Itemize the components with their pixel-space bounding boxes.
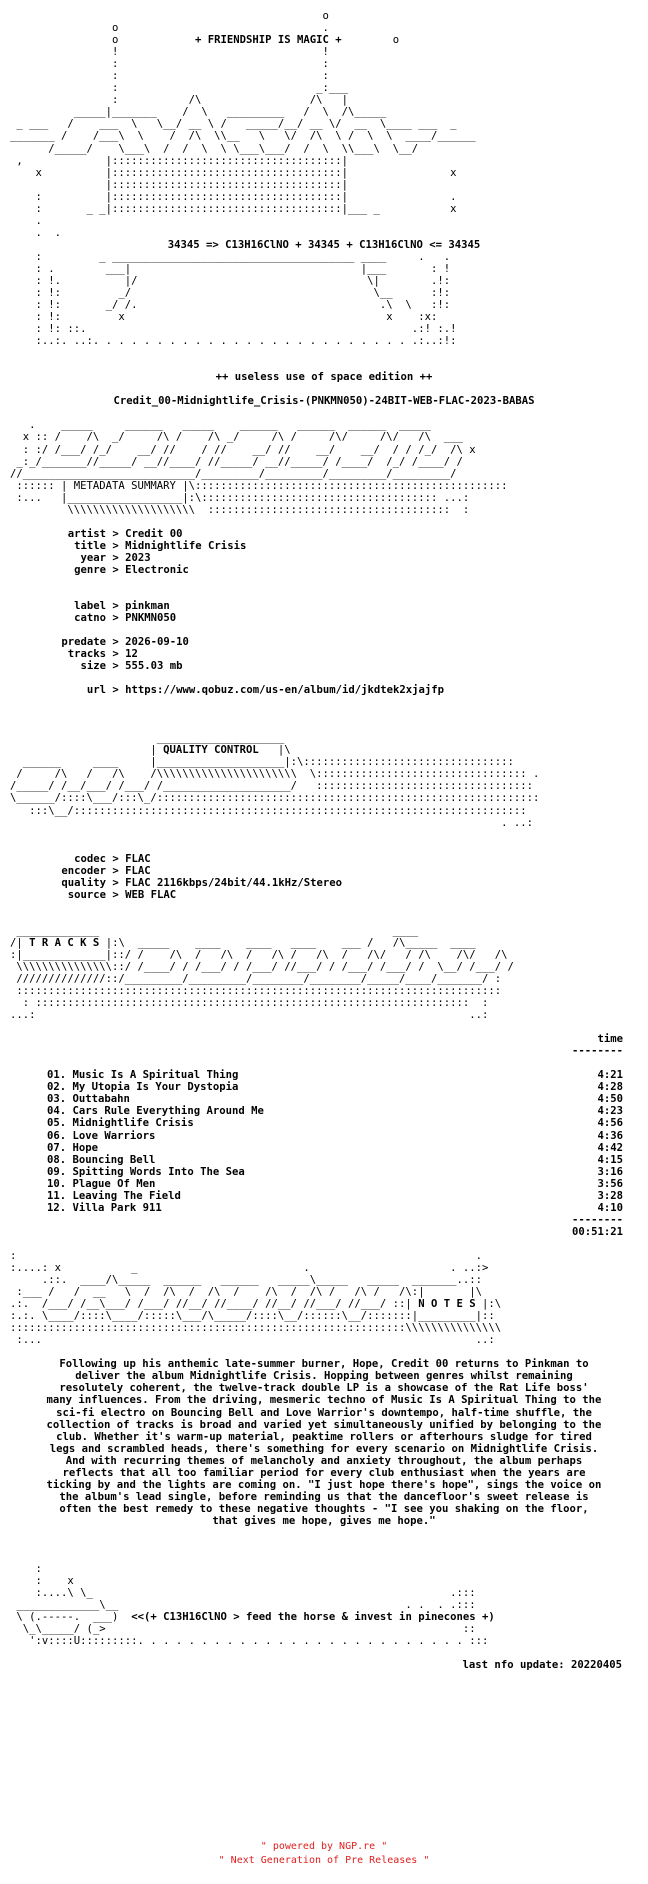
nfo-document: o o . o + FRIENDSHIP IS MAGIC + o ! ! : <box>10 10 638 1671</box>
tracks-title: T R A C K S <box>29 936 100 949</box>
last-update: last nfo update: 20220405 <box>462 1659 622 1672</box>
track-list: time -------- 01. Music Is A Spiritual T… <box>47 1033 623 1238</box>
predate-value: 2026-09-10 <box>125 636 189 649</box>
quality-summary: codec > FLAC encoder > FLAC quality > FL… <box>61 852 342 901</box>
metadata-summary: artist > Credit 00 title > Midnightlife … <box>61 527 445 697</box>
notes-text: Following up his anthemic late-summer bu… <box>46 1358 602 1527</box>
notes-header-art: : . :....: x _ . . ..:> .::. ____/\_____… <box>10 1249 502 1347</box>
notes-title: N O T E S <box>418 1298 476 1311</box>
metadata-title: METADATA SUMMARY <box>73 479 176 492</box>
edition-text: ++ useless use of space edition ++ <box>215 371 433 384</box>
genre-value: Electronic <box>125 563 189 576</box>
catno-value: PNKMN050 <box>125 612 177 625</box>
banner-text: + FRIENDSHIP IS MAGIC + <box>194 34 342 47</box>
closing-slogan: <<(+ C13H16ClNO > feed the horse & inves… <box>131 1611 495 1624</box>
metadata-header-art: . _____ ______ _____ ______ ______ _____… <box>10 419 508 516</box>
source-value: WEB FLAC <box>125 888 177 901</box>
footer: " powered by NGP.re " " Next Generation … <box>0 1840 648 1868</box>
title-value: Midnightlife Crisis <box>125 539 247 552</box>
tracks-value: 12 <box>125 648 138 661</box>
codec-value: FLAC <box>125 852 151 865</box>
header-art-bottom: : _ ____________________________________… <box>35 250 457 348</box>
closing-art: : : x :....\ \_ .::: _____________\__ . … <box>16 1562 495 1648</box>
artist-value: Credit 00 <box>125 527 183 540</box>
release-name: Credit_00-Midnightlife_Crisis-(PNKMN050)… <box>113 395 535 408</box>
footer-tagline: " Next Generation of Pre Releases " <box>218 1855 430 1866</box>
quality-value: FLAC 2116kbps/24bit/44.1kHz/Stereo <box>125 876 342 889</box>
time-header: time <box>597 1033 623 1046</box>
year-value: 2023 <box>125 551 151 564</box>
header-art-top: o o . o + FRIENDSHIP IS MAGIC + o ! ! : <box>10 10 476 239</box>
size-value: 555.03 mb <box>125 660 183 673</box>
url-link[interactable]: https://www.qobuz.com/us-en/album/id/jkd… <box>125 684 445 697</box>
total-time: 00:51:21 <box>571 1225 623 1238</box>
powered-by-link[interactable]: " powered by NGP.re " <box>260 1841 388 1852</box>
encoder-value: FLAC <box>125 864 151 877</box>
equation-text: 34345 => C13H16ClNO + 34345 + C13H16ClNO… <box>167 238 481 251</box>
quality-header-art: ____________________ | QUALITY CONTROL |… <box>10 732 540 829</box>
label-value: pinkman <box>125 599 170 612</box>
tracks-header-art: _____________ ____ /| T R A C K S |:\ __… <box>10 924 514 1022</box>
quality-title: QUALITY CONTROL <box>163 744 259 757</box>
